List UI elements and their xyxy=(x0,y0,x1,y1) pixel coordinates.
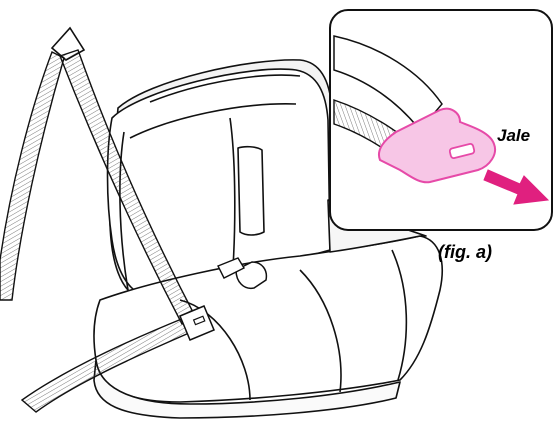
seat-back-slot xyxy=(238,147,264,235)
figure-label: (fig. a) xyxy=(438,242,492,263)
callout-label: Jale xyxy=(497,126,530,146)
retractor-belt-webbing xyxy=(0,52,64,300)
detail-callout xyxy=(330,10,552,230)
